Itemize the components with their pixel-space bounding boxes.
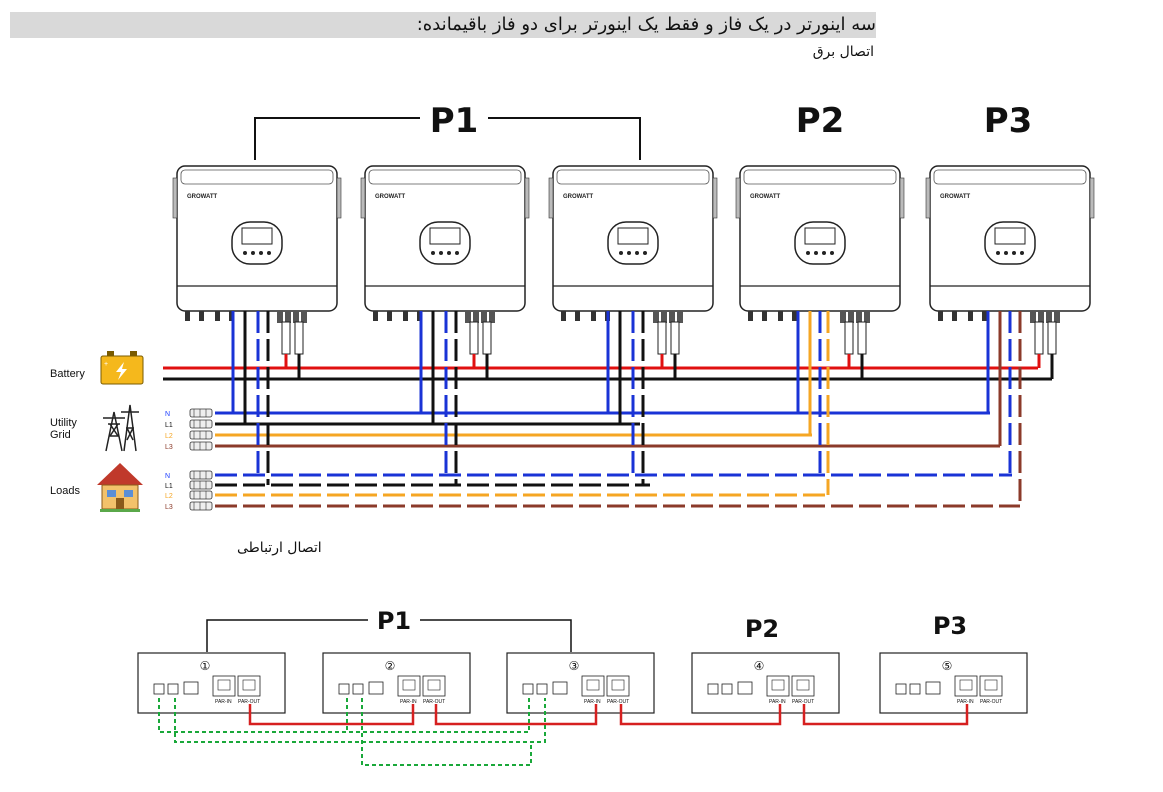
comm-unit-panel: ④ PAR-IN PAR-OUT: [691, 652, 840, 714]
battery-icon: +: [100, 351, 144, 385]
inverter-unit: GROWATT: [548, 165, 718, 355]
current-share-port-icon: [153, 683, 165, 695]
par-in-port-icon: [397, 675, 421, 697]
svg-text:PAR-IN: PAR-IN: [215, 699, 232, 705]
display-panel-icon: [419, 221, 471, 265]
inverter-brand-logo: GROWATT: [940, 194, 971, 200]
display-panel-icon: [984, 221, 1036, 265]
inverter-brand-logo: GROWATT: [750, 194, 781, 200]
current-share-port-icon: [522, 683, 534, 695]
svg-text:N: N: [165, 411, 170, 418]
comm-unit-panel: ③ PAR-IN PAR-OUT: [506, 652, 655, 714]
svg-text:PAR-OUT: PAR-OUT: [423, 699, 445, 705]
svg-text:PAR-IN: PAR-IN: [769, 699, 786, 705]
wire-terminal-icon: [189, 441, 213, 451]
svg-text:L2: L2: [165, 493, 173, 500]
comm-unit-panel: ② PAR-IN PAR-OUT: [322, 652, 471, 714]
comm-group-label-p2: P2: [745, 615, 779, 643]
svg-text:L1: L1: [165, 422, 173, 429]
wire-terminal-icon: [189, 470, 213, 480]
current-share-port-icon: [895, 683, 907, 695]
svg-text:PAR-OUT: PAR-OUT: [607, 699, 629, 705]
battery-label: Battery: [50, 368, 85, 380]
current-share-port-icon: [338, 683, 350, 695]
display-panel-icon: [607, 221, 659, 265]
par-in-port-icon: [581, 675, 605, 697]
unit-number: ③: [569, 659, 580, 673]
comm-group-label-p3: P3: [933, 612, 967, 640]
inverter-brand-logo: GROWATT: [563, 194, 594, 200]
utility-label-line1: Utility: [50, 417, 77, 429]
utility-grid-tower-icon: [103, 404, 139, 452]
par-out-port-icon: [422, 675, 446, 697]
group-label-p3: P3: [984, 101, 1033, 141]
house-loads-icon: [97, 463, 143, 512]
inverter-unit: GROWATT: [735, 165, 905, 355]
heading: سه اینورتر در یک فاز و فقط یک اینورتر بر…: [416, 14, 876, 35]
group-label-p2: P2: [796, 101, 845, 141]
grid-line-labels: N L1 L2 L3: [165, 411, 173, 451]
inverter-unit: GROWATT: [925, 165, 1095, 355]
wire-terminal-icon: [189, 408, 213, 418]
display-panel-icon: [231, 221, 283, 265]
svg-text:PAR-IN: PAR-IN: [400, 699, 417, 705]
inverter-unit: GROWATT: [360, 165, 530, 355]
svg-text:PAR-OUT: PAR-OUT: [980, 699, 1002, 705]
unit-number: ⑤: [942, 659, 953, 673]
svg-text:PAR-IN: PAR-IN: [957, 699, 974, 705]
comm-unit-panel: ⑤ PAR-IN PAR-OUT: [879, 652, 1028, 714]
par-out-port-icon: [791, 675, 815, 697]
wire-terminal-icon: [189, 480, 213, 490]
wire-terminal-icon: [189, 490, 213, 500]
par-out-port-icon: [237, 675, 261, 697]
par-in-port-icon: [766, 675, 790, 697]
par-out-port-icon: [979, 675, 1003, 697]
par-in-port-icon: [212, 675, 236, 697]
heading-bar: [10, 12, 876, 38]
svg-text:PAR-IN: PAR-IN: [584, 699, 601, 705]
loads-label: Loads: [50, 485, 80, 497]
unit-number: ①: [200, 659, 211, 673]
wire-terminal-icon: [189, 419, 213, 429]
svg-text:L3: L3: [165, 444, 173, 451]
current-share-cables: [158, 698, 546, 766]
p1-bracket: [254, 117, 641, 160]
parallel-cables: [248, 704, 969, 726]
group-label-p1: P1: [430, 101, 479, 141]
svg-text:PAR-OUT: PAR-OUT: [238, 699, 260, 705]
comm-section-label: اتصال ارتباطی: [237, 540, 322, 556]
unit-number: ④: [754, 659, 765, 673]
svg-text:L3: L3: [165, 504, 173, 511]
svg-text:L1: L1: [165, 483, 173, 490]
comm-p1-bracket: [206, 619, 572, 652]
svg-text:N: N: [165, 473, 170, 480]
unit-number: ②: [385, 659, 396, 673]
par-in-port-icon: [954, 675, 978, 697]
svg-text:+: +: [104, 361, 108, 368]
display-panel-icon: [794, 221, 846, 265]
inverter-brand-logo: GROWATT: [375, 194, 406, 200]
comm-unit-panel: ① PAR-IN PAR-OUT: [137, 652, 286, 714]
svg-text:L2: L2: [165, 433, 173, 440]
comm-group-label-p1: P1: [377, 607, 411, 635]
inverter-brand-logo: GROWATT: [187, 194, 218, 200]
par-out-port-icon: [606, 675, 630, 697]
current-share-port-icon: [707, 683, 719, 695]
wire-terminal-icon: [189, 430, 213, 440]
loads-line-labels: N L1 L2 L3: [165, 473, 173, 511]
svg-text:PAR-OUT: PAR-OUT: [792, 699, 814, 705]
power-section-label: اتصال برق: [812, 44, 874, 60]
utility-label-line2: Grid: [50, 429, 71, 441]
wire-terminal-icon: [189, 501, 213, 511]
inverter-unit: GROWATT: [172, 165, 342, 355]
